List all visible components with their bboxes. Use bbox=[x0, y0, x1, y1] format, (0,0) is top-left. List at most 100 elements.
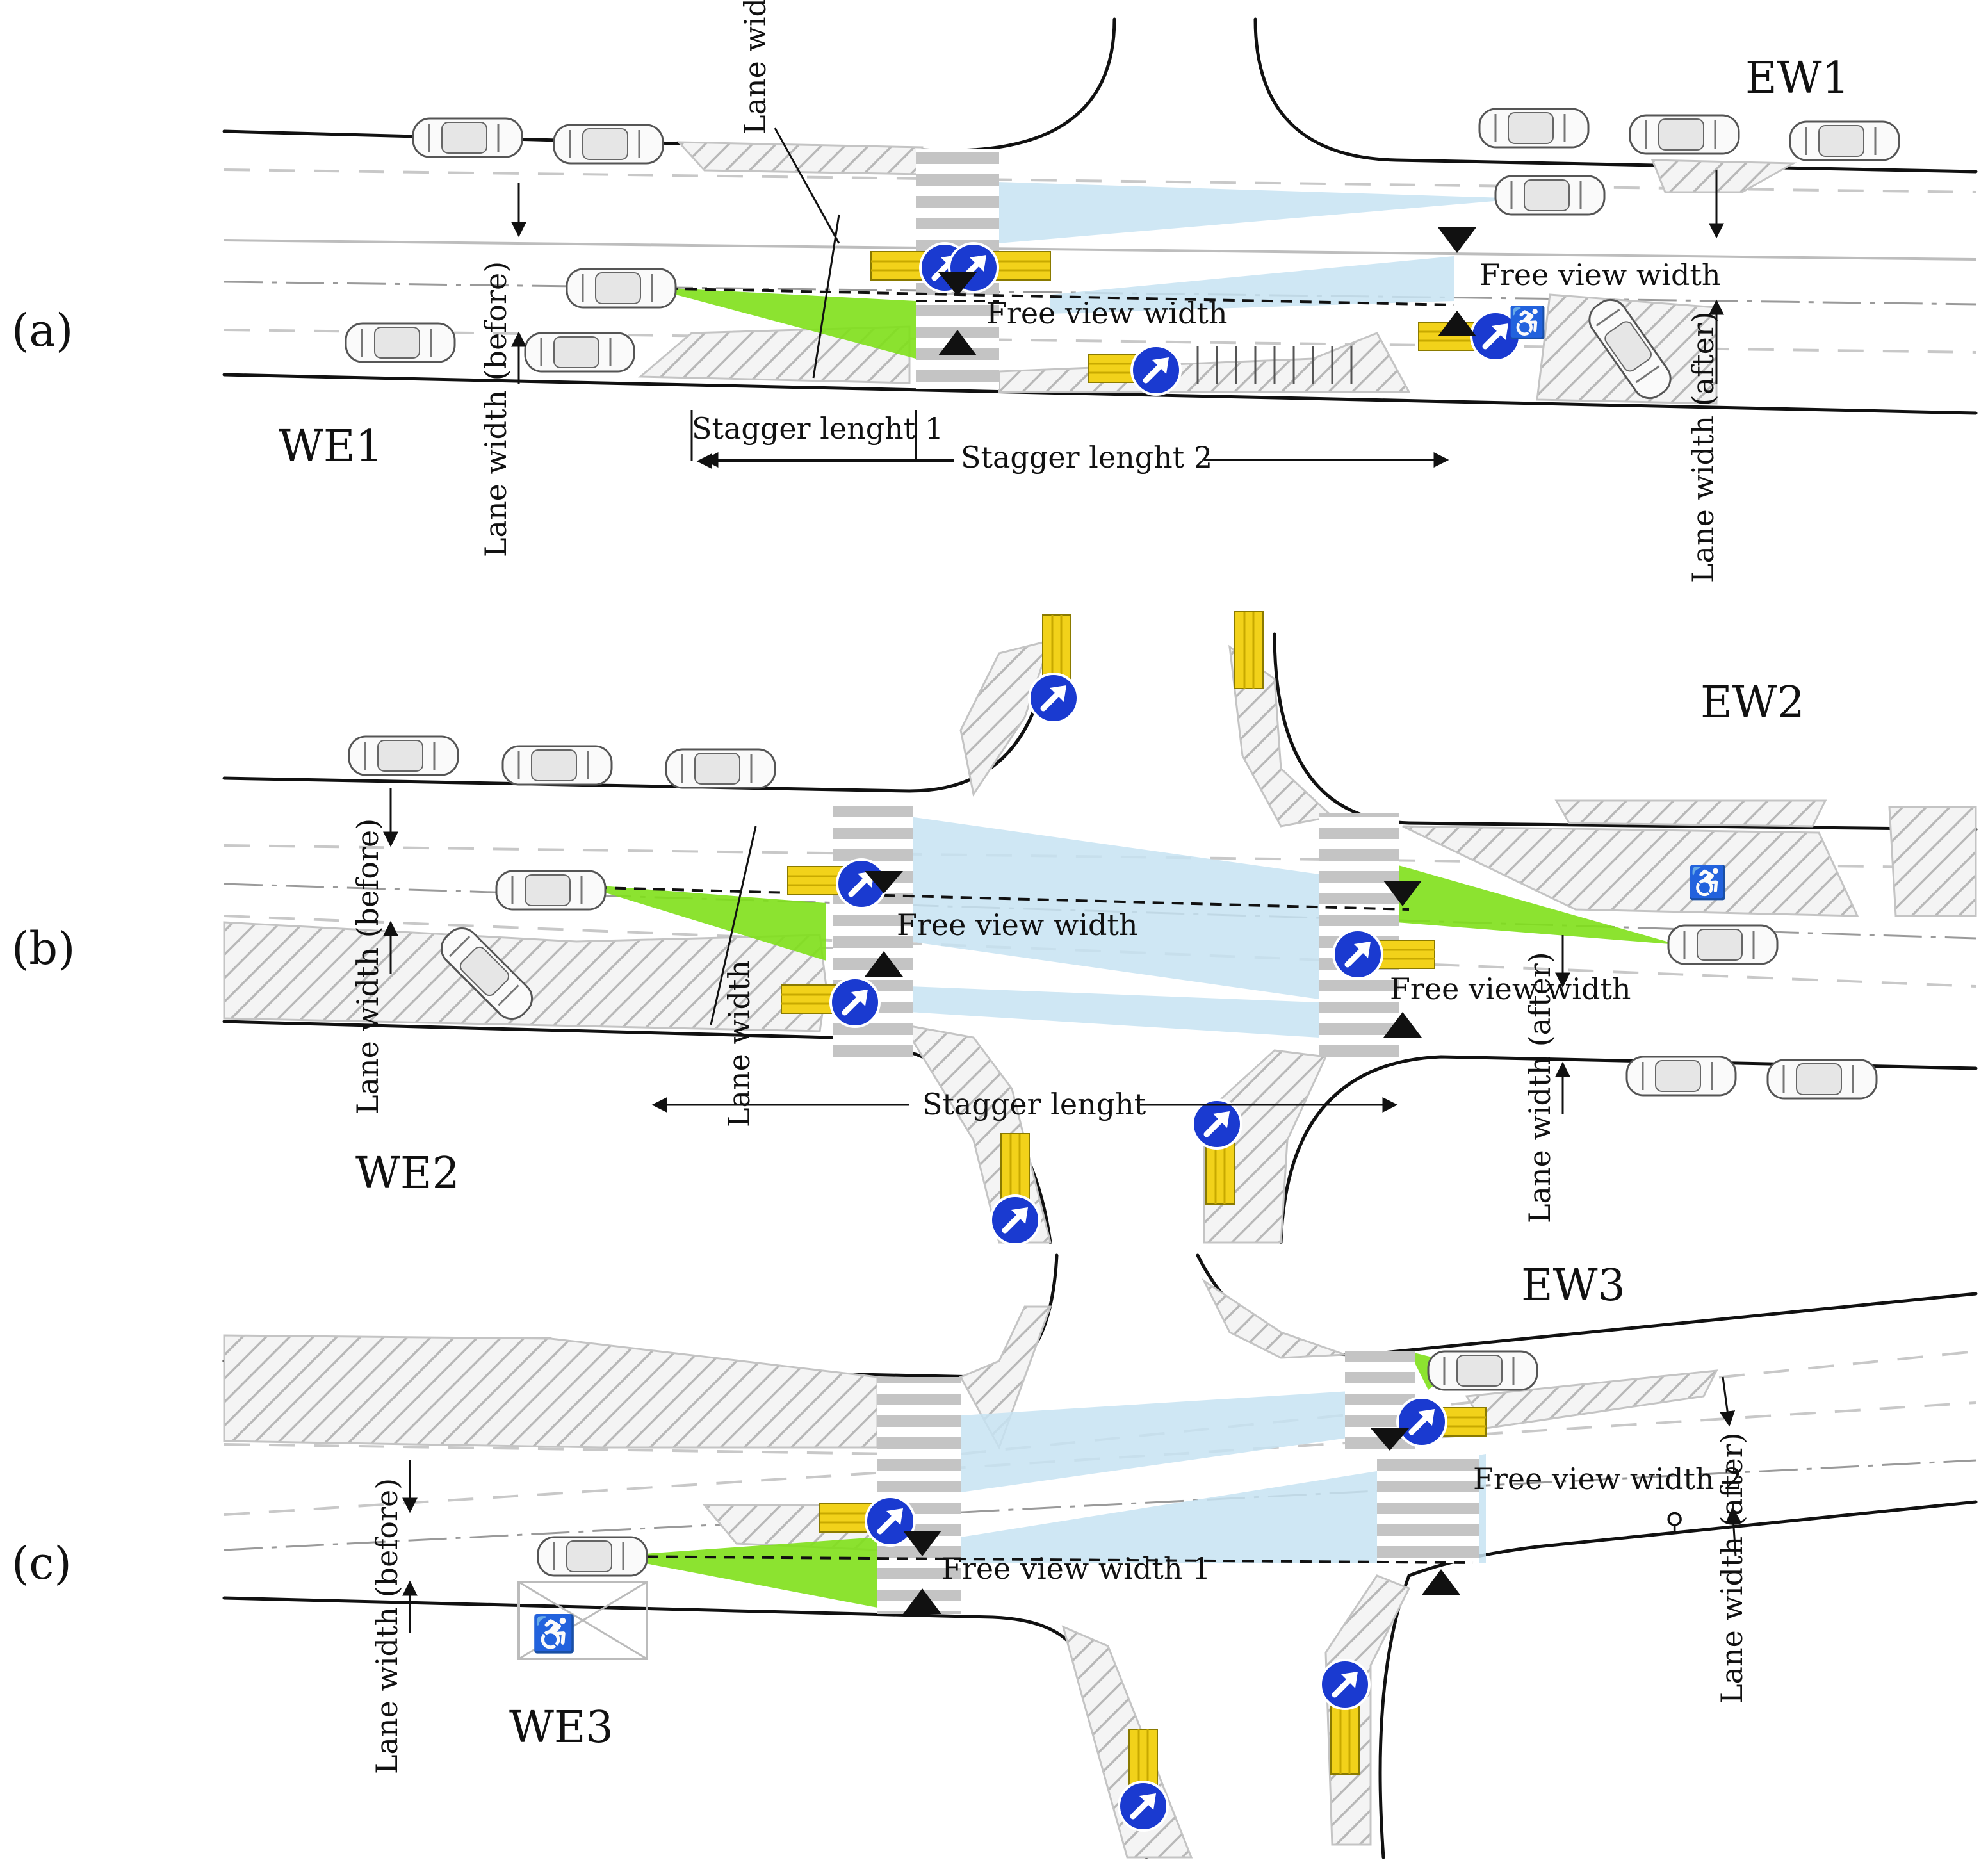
car-icon bbox=[566, 268, 677, 309]
car-icon bbox=[1667, 924, 1779, 965]
hatched-area bbox=[998, 332, 1411, 393]
panel-letter-c: (c) bbox=[12, 1537, 72, 1590]
car-icon bbox=[1625, 1056, 1737, 1097]
panel-letter-a: (a) bbox=[12, 304, 73, 357]
view-marker bbox=[938, 330, 977, 355]
dimension-arrow bbox=[774, 127, 840, 244]
view-marker bbox=[865, 951, 903, 977]
keep-right-sign-icon bbox=[831, 978, 879, 1027]
sight-triangle bbox=[576, 884, 826, 961]
view-marker bbox=[903, 1588, 941, 1614]
hatched-area bbox=[1324, 1574, 1411, 1846]
tactile-paving-icon bbox=[1234, 610, 1264, 690]
car-icon bbox=[1494, 175, 1606, 216]
dimension-arrow bbox=[1725, 1506, 1741, 1557]
road-edge-north-left bbox=[222, 17, 1116, 152]
view-marker bbox=[1383, 881, 1422, 906]
car-icon bbox=[537, 1536, 648, 1577]
free-view-width-1: Free view width 1 bbox=[941, 1551, 1210, 1586]
keep-right-sign-icon bbox=[1321, 1660, 1369, 1709]
road-edge-north-right bbox=[1253, 17, 1978, 174]
lane-width-before: Lane width (before) bbox=[478, 261, 513, 557]
lane-marking bbox=[224, 1443, 897, 1455]
sight-triangle bbox=[608, 1537, 877, 1608]
bicycle-icon bbox=[1196, 346, 1353, 384]
car-icon bbox=[412, 117, 523, 158]
view-marker bbox=[1371, 1428, 1409, 1451]
view-marker bbox=[903, 1531, 941, 1556]
pedestrian-crossing bbox=[877, 1377, 961, 1614]
bicycle-icon: ⚲ bbox=[1665, 1508, 1684, 1537]
car-icon bbox=[553, 124, 664, 165]
wheelchair-icon: ♿ bbox=[1508, 305, 1547, 341]
keep-right-sign-icon bbox=[1132, 346, 1180, 395]
view-area bbox=[916, 179, 1524, 250]
sight-line bbox=[646, 287, 1454, 306]
approach-label-ew2: EW2 bbox=[1700, 678, 1805, 728]
lane-marking bbox=[224, 1401, 1976, 1516]
view-marker bbox=[938, 272, 977, 296]
approach-label-we1: WE1 bbox=[279, 421, 383, 472]
keep-right-sign-icon bbox=[1333, 930, 1382, 979]
car-icon bbox=[495, 870, 607, 911]
approach-label-we3: WE3 bbox=[509, 1702, 614, 1753]
keep-right-sign-icon bbox=[991, 1196, 1039, 1244]
car-icon bbox=[1789, 120, 1900, 161]
hatched-area bbox=[1650, 159, 1797, 193]
free-view-width-lower: Free view width bbox=[1390, 972, 1631, 1006]
lane-width-after: Lane width (after) bbox=[1715, 1432, 1749, 1704]
view-area bbox=[961, 1390, 1371, 1492]
sight-line bbox=[608, 1555, 1474, 1564]
panel-letter-b: (b) bbox=[12, 922, 75, 975]
view-area bbox=[961, 1454, 1486, 1563]
panel-c: (c) bbox=[12, 1253, 1978, 1859]
view-marker bbox=[1422, 1569, 1460, 1595]
lane-marking bbox=[224, 239, 1976, 261]
view-area bbox=[909, 986, 1319, 1038]
road-edge-south bbox=[222, 373, 1978, 415]
keep-right-sign-icon bbox=[1119, 1782, 1168, 1830]
hatched-area bbox=[959, 639, 1052, 797]
sight-triangle bbox=[647, 287, 916, 359]
dimension-arrow bbox=[812, 214, 840, 379]
lane-marking bbox=[960, 1350, 1976, 1455]
keep-right-sign-icon bbox=[866, 1497, 915, 1545]
panel-a: (a) bbox=[12, 0, 1978, 583]
car-icon bbox=[1766, 1059, 1878, 1100]
view-marker bbox=[1438, 227, 1476, 253]
dimension-arrow bbox=[1720, 1376, 1736, 1427]
car-icon bbox=[501, 745, 613, 786]
hatched-area bbox=[223, 1334, 879, 1449]
view-marker bbox=[1383, 1012, 1422, 1038]
car-icon bbox=[665, 748, 776, 789]
road-edge-south-right bbox=[1279, 1055, 1978, 1244]
panel-b: (b) ♿ bbox=[12, 610, 1978, 1244]
road-edge-south-left bbox=[222, 1596, 1148, 1859]
road-edge-north-left bbox=[222, 632, 1052, 793]
center-line bbox=[224, 1459, 1976, 1551]
free-view-width-upper: Free view width bbox=[897, 908, 1138, 942]
approach-label-ew3: EW3 bbox=[1521, 1260, 1625, 1311]
stagger-length: Stagger lenght bbox=[922, 1087, 1146, 1121]
view-marker bbox=[865, 871, 903, 893]
view-area bbox=[909, 817, 1319, 999]
free-view-width-upper: Free view width bbox=[1479, 257, 1721, 292]
pedestrian-crossing bbox=[1377, 1454, 1479, 1563]
wheelchair-icon: ♿ bbox=[1688, 864, 1727, 901]
dimension-arrow bbox=[710, 826, 757, 1025]
keep-right-sign-icon bbox=[1029, 674, 1078, 722]
keep-right-sign-icon bbox=[1193, 1100, 1241, 1148]
car-icon bbox=[524, 332, 635, 373]
approach-label-we2: WE2 bbox=[355, 1148, 460, 1199]
stagger-length-1: Stagger lenght 1 bbox=[692, 411, 943, 446]
hatched-area bbox=[676, 141, 924, 175]
free-view-width-2: Free view width 2 bbox=[1473, 1462, 1742, 1496]
car-icon bbox=[1427, 1350, 1538, 1391]
free-view-width-lower: Free view width bbox=[986, 296, 1228, 330]
lane-width-label: Lane width bbox=[722, 960, 756, 1127]
view-marker bbox=[1438, 311, 1476, 336]
hatched-area bbox=[1402, 825, 1859, 917]
lane-width-before: Lane width (before) bbox=[350, 819, 385, 1114]
stagger-length-2: Stagger lenght 2 bbox=[961, 440, 1212, 475]
